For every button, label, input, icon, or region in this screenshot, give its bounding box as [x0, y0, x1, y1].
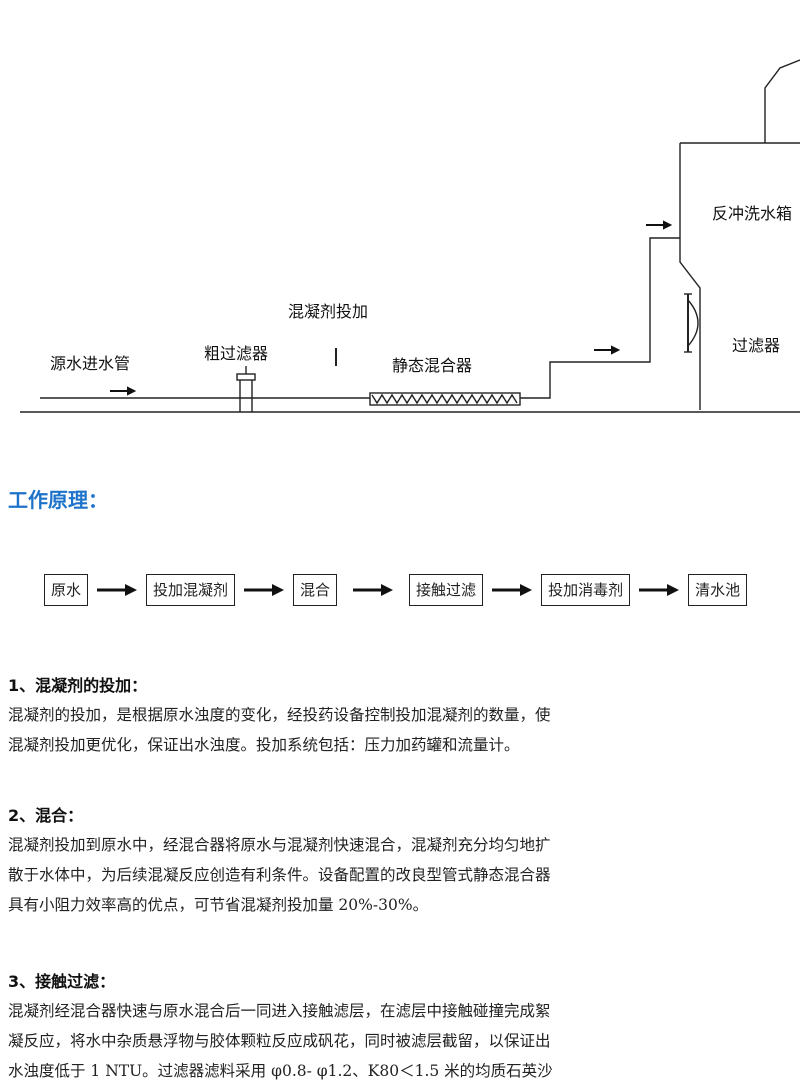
- section-2-line: 具有小阻力效率高的优点，可节省混凝剂投加量 20%-30%。: [8, 896, 429, 914]
- flow-arrow-inlet-head: [127, 386, 137, 396]
- label-source-pipe: 源水进水管: [50, 354, 131, 373]
- vessel-top-curve: [764, 59, 800, 143]
- section-1-heading: 1、混凝剂的投加：: [8, 676, 148, 695]
- flow-step-contact-filtration: 接触过滤: [409, 574, 484, 606]
- flow-arrow-riser-head: [611, 345, 621, 355]
- label-backwash-tank: 反冲洗水箱: [712, 204, 793, 223]
- flow-step-clear-water-tank: 清水池: [688, 574, 748, 606]
- flow-step-mixing: 混合: [293, 574, 338, 606]
- section-3-line: 水浊度低于 1 NTU。过滤器滤料采用 φ0.8- φ1.2、K80＜1.5 米…: [8, 1062, 553, 1080]
- section-3-line: 凝反应，将水中杂质悬浮物与胶体颗粒反应成矾花，同时被滤层截留，以保证出: [8, 1032, 551, 1050]
- flow-arrow-icon: [235, 574, 293, 606]
- flow-step-add-disinfectant: 投加消毒剂: [541, 574, 631, 606]
- static-mixer-body: [369, 392, 521, 406]
- flow-arrow-icon: [337, 574, 409, 606]
- section-3-line: 混凝剂经混合器快速与原水混合后一同进入接触滤层，在滤层中接触碰撞完成絮: [8, 1002, 551, 1020]
- static-mixer-helix: [371, 393, 518, 405]
- flow-arrow-tank-head: [663, 220, 673, 230]
- section-3-body: 混凝剂经混合器快速与原水混合后一同进入接触滤层，在滤层中接触碰撞完成絮 凝反应，…: [8, 996, 668, 1086]
- label-coagulant-dosing: 混凝剂投加: [288, 302, 369, 321]
- label-static-mixer: 静态混合器: [392, 356, 473, 375]
- flow-step-add-coagulant: 投加混凝剂: [146, 574, 236, 606]
- section-2-heading: 2、混合：: [8, 806, 84, 825]
- process-flow-chart: 原水 投加混凝剂 混合 接触过滤 投加消毒剂 清水池: [44, 572, 748, 608]
- flow-arrow-icon: [630, 574, 688, 606]
- flow-arrow-icon: [88, 574, 146, 606]
- section-title: 工作原理：: [8, 488, 108, 512]
- label-filter: 过滤器: [732, 336, 781, 355]
- section-1-body: 混凝剂的投加，是根据原水浊度的变化，经投药设备控制投加混凝剂的数量，使 混凝剂投…: [8, 700, 668, 760]
- riser-pipe: [520, 237, 680, 399]
- flow-arrow-icon: [483, 574, 541, 606]
- coarse-filter-cap: [236, 373, 256, 381]
- flow-step-raw-water: 原水: [44, 574, 89, 606]
- section-3-heading: 3、接触过滤：: [8, 972, 116, 991]
- label-coarse-filter: 粗过滤器: [204, 344, 269, 363]
- section-1-line: 混凝剂的投加，是根据原水浊度的变化，经投药设备控制投加混凝剂的数量，使: [8, 706, 551, 724]
- process-schematic: 源水进水管 粗过滤器 混凝剂投加 静态混合器 反冲洗水箱 过滤器: [0, 0, 800, 430]
- section-2-line: 混凝剂投加到原水中，经混合器将原水与混凝剂快速混合，混凝剂充分均匀地扩: [8, 836, 551, 854]
- side-fitting-curve: [687, 299, 699, 347]
- schematic-drawing: [20, 59, 800, 413]
- section-2-body: 混凝剂投加到原水中，经混合器将原水与混凝剂快速混合，混凝剂充分均匀地扩 散于水体…: [8, 830, 668, 920]
- filter-vessel-left: [679, 143, 701, 410]
- section-1-line: 混凝剂投加更优化，保证出水浊度。投加系统包括：压力加药罐和流量计。: [8, 736, 520, 754]
- section-2-line: 散于水体中，为后续混凝反应创造有利条件。设备配置的改良型管式静态混合器: [8, 866, 551, 884]
